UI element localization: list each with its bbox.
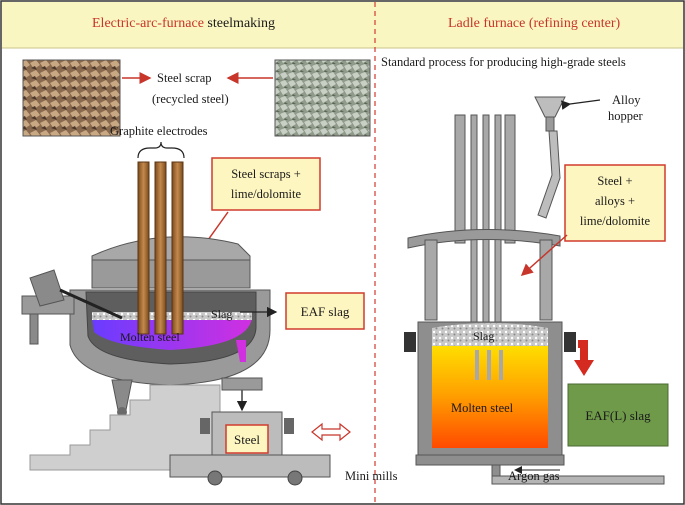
recycled-steel-label: (recycled steel) [152, 92, 229, 106]
ladle-charge-text-1: Steel + [597, 174, 632, 188]
eaf-charge-text-2: lime/dolomite [231, 187, 302, 201]
graphite-electrodes-label: Graphite electrodes [110, 124, 208, 138]
header-band [2, 2, 683, 48]
ladle-slag-label: Slag [473, 329, 494, 343]
ladle-charge-text-2: alloys + [595, 194, 635, 208]
alloy-hopper-label-2: hopper [608, 109, 644, 123]
eaf-slag-box [285, 292, 365, 330]
ladle-lid [407, 228, 561, 249]
argon-gas-pipe [491, 475, 665, 485]
ladle-charge-text-3: lime/dolomite [580, 214, 651, 228]
argon-gas-label: Argon gas [508, 469, 560, 483]
alloy-hopper-label-1: Alloy [612, 93, 641, 107]
eaf-slag-box-text: EAF slag [301, 304, 350, 319]
alloy-chute [537, 130, 561, 219]
eafl-slag-box-text: EAF(L) slag [585, 408, 651, 423]
right-subtitle: Standard process for producing high-grad… [381, 55, 626, 69]
alloy-hopper [534, 96, 566, 118]
eafl-slag-box [567, 383, 669, 447]
ladle-slag-layer [432, 323, 548, 346]
steel-box [225, 424, 269, 454]
steel-box-text: Steel [234, 432, 260, 447]
ladle-charge-box [564, 164, 666, 242]
ladle-molten-steel-label: Molten steel [451, 401, 514, 415]
mini-mills-label: Mini mills [345, 469, 398, 483]
ladle-molten-steel [432, 330, 548, 448]
slag-tap-arrow [574, 340, 594, 376]
eaf-charge-box [211, 157, 321, 211]
electrodes-brace [137, 141, 185, 159]
left-title: Electric-arc-furnace steelmaking [92, 16, 275, 31]
eaf-molten-steel-label: Molten steel [120, 330, 180, 344]
ladle-car [169, 454, 331, 478]
steel-scrap-label: Steel scrap [157, 71, 212, 85]
steel-scrap-photo-right [274, 59, 371, 137]
transfer-double-arrow [311, 422, 351, 442]
steel-scrap-photo-left [22, 59, 121, 137]
eaf-slag-label: Slag [211, 307, 232, 321]
right-title: Ladle furnace (refining center) [448, 16, 621, 31]
graphite-electrode-3 [171, 161, 184, 335]
eaf-charge-text-1: Steel scraps + [231, 167, 301, 181]
graphite-electrode-2 [154, 161, 167, 335]
graphite-electrode-1 [137, 161, 150, 335]
